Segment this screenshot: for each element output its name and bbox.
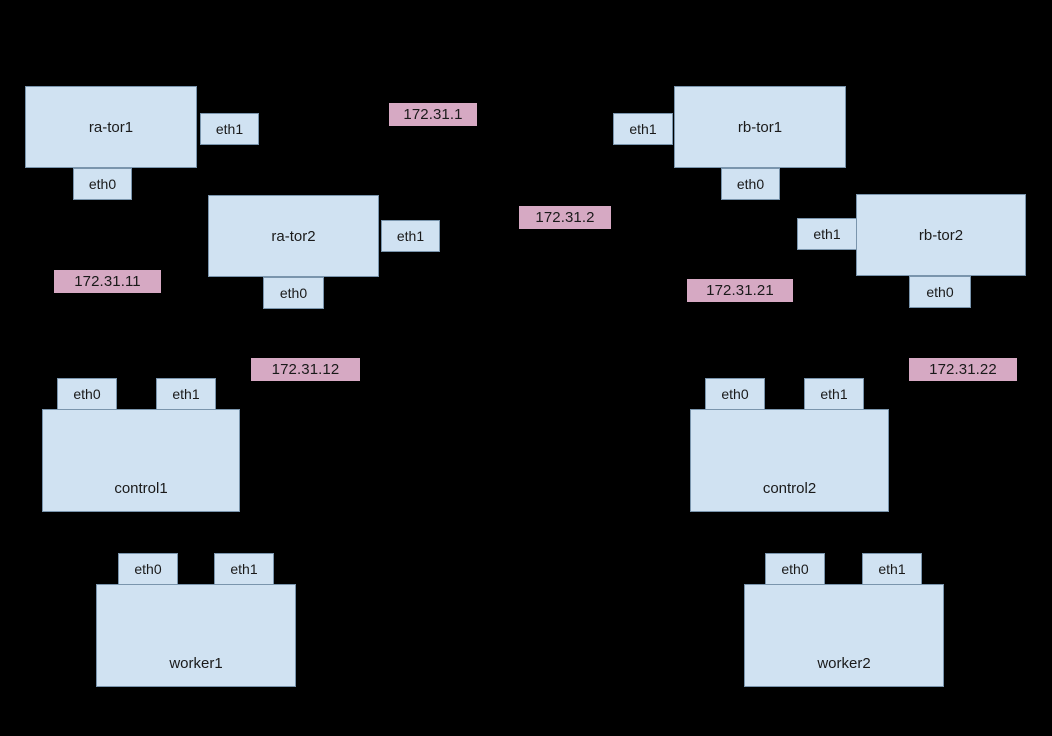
port-label: eth1	[813, 226, 841, 242]
node-label: rb-tor1	[737, 118, 783, 136]
node-ra-tor1[interactable]: ra-tor1	[25, 86, 197, 168]
ip-label-ip-172-31-1: 172.31.1	[389, 103, 477, 126]
port-label: eth0	[926, 284, 954, 300]
port-rb-tor2-eth1[interactable]: eth1	[797, 218, 857, 250]
node-label: worker1	[169, 655, 223, 672]
node-worker1[interactable]: worker1	[96, 584, 296, 687]
port-worker1-eth1[interactable]: eth1	[214, 553, 274, 585]
ip-label-text: 172.31.1	[403, 106, 463, 123]
port-control1-eth0[interactable]: eth0	[57, 378, 117, 410]
port-label: eth0	[736, 176, 765, 192]
port-label: eth1	[172, 386, 200, 402]
node-worker2[interactable]: worker2	[744, 584, 944, 687]
node-label: ra-tor1	[88, 118, 134, 136]
ip-label-ip-172-31-12: 172.31.12	[251, 358, 360, 381]
node-label: control1	[114, 480, 168, 497]
port-worker2-eth0[interactable]: eth0	[765, 553, 825, 585]
port-label: eth1	[396, 228, 425, 244]
ip-label-text: 172.31.11	[74, 273, 141, 290]
port-worker1-eth0[interactable]: eth0	[118, 553, 178, 585]
node-rb-tor2[interactable]: rb-tor2	[856, 194, 1026, 276]
port-ra-tor1-eth0[interactable]: eth0	[73, 168, 132, 200]
port-label: eth0	[134, 561, 162, 577]
ip-label-ip-172-31-22: 172.31.22	[909, 358, 1017, 381]
port-label: eth1	[820, 386, 848, 402]
port-rb-tor1-eth1[interactable]: eth1	[613, 113, 673, 145]
node-label: rb-tor2	[918, 226, 964, 244]
port-label: eth0	[279, 285, 308, 301]
port-rb-tor2-eth0[interactable]: eth0	[909, 276, 971, 308]
port-label: eth1	[878, 561, 906, 577]
port-ra-tor2-eth0[interactable]: eth0	[263, 277, 324, 309]
node-label: ra-tor2	[271, 227, 316, 245]
port-ra-tor1-eth1[interactable]: eth1	[200, 113, 259, 145]
port-control2-eth1[interactable]: eth1	[804, 378, 864, 410]
ip-label-ip-172-31-11: 172.31.11	[54, 270, 161, 293]
port-label: eth1	[215, 121, 244, 137]
port-rb-tor1-eth0[interactable]: eth0	[721, 168, 780, 200]
ip-label-ip-172-31-21: 172.31.21	[687, 279, 793, 302]
port-label: eth0	[73, 386, 101, 402]
ip-label-text: 172.31.12	[271, 361, 340, 378]
port-label: eth0	[88, 176, 117, 192]
node-control1[interactable]: control1	[42, 409, 240, 512]
port-control2-eth0[interactable]: eth0	[705, 378, 765, 410]
port-label: eth1	[629, 121, 657, 137]
node-label: control2	[762, 480, 817, 497]
port-label: eth0	[721, 386, 749, 402]
port-label: eth1	[230, 561, 258, 577]
ip-label-ip-172-31-2: 172.31.2	[519, 206, 611, 229]
ip-label-text: 172.31.2	[535, 209, 595, 226]
node-control2[interactable]: control2	[690, 409, 889, 512]
node-rb-tor1[interactable]: rb-tor1	[674, 86, 846, 168]
port-label: eth0	[781, 561, 809, 577]
node-ra-tor2[interactable]: ra-tor2	[208, 195, 379, 277]
node-label: worker2	[817, 655, 871, 672]
port-ra-tor2-eth1[interactable]: eth1	[381, 220, 440, 252]
ip-label-text: 172.31.21	[706, 282, 774, 299]
ip-label-text: 172.31.22	[929, 361, 997, 378]
port-worker2-eth1[interactable]: eth1	[862, 553, 922, 585]
port-control1-eth1[interactable]: eth1	[156, 378, 216, 410]
